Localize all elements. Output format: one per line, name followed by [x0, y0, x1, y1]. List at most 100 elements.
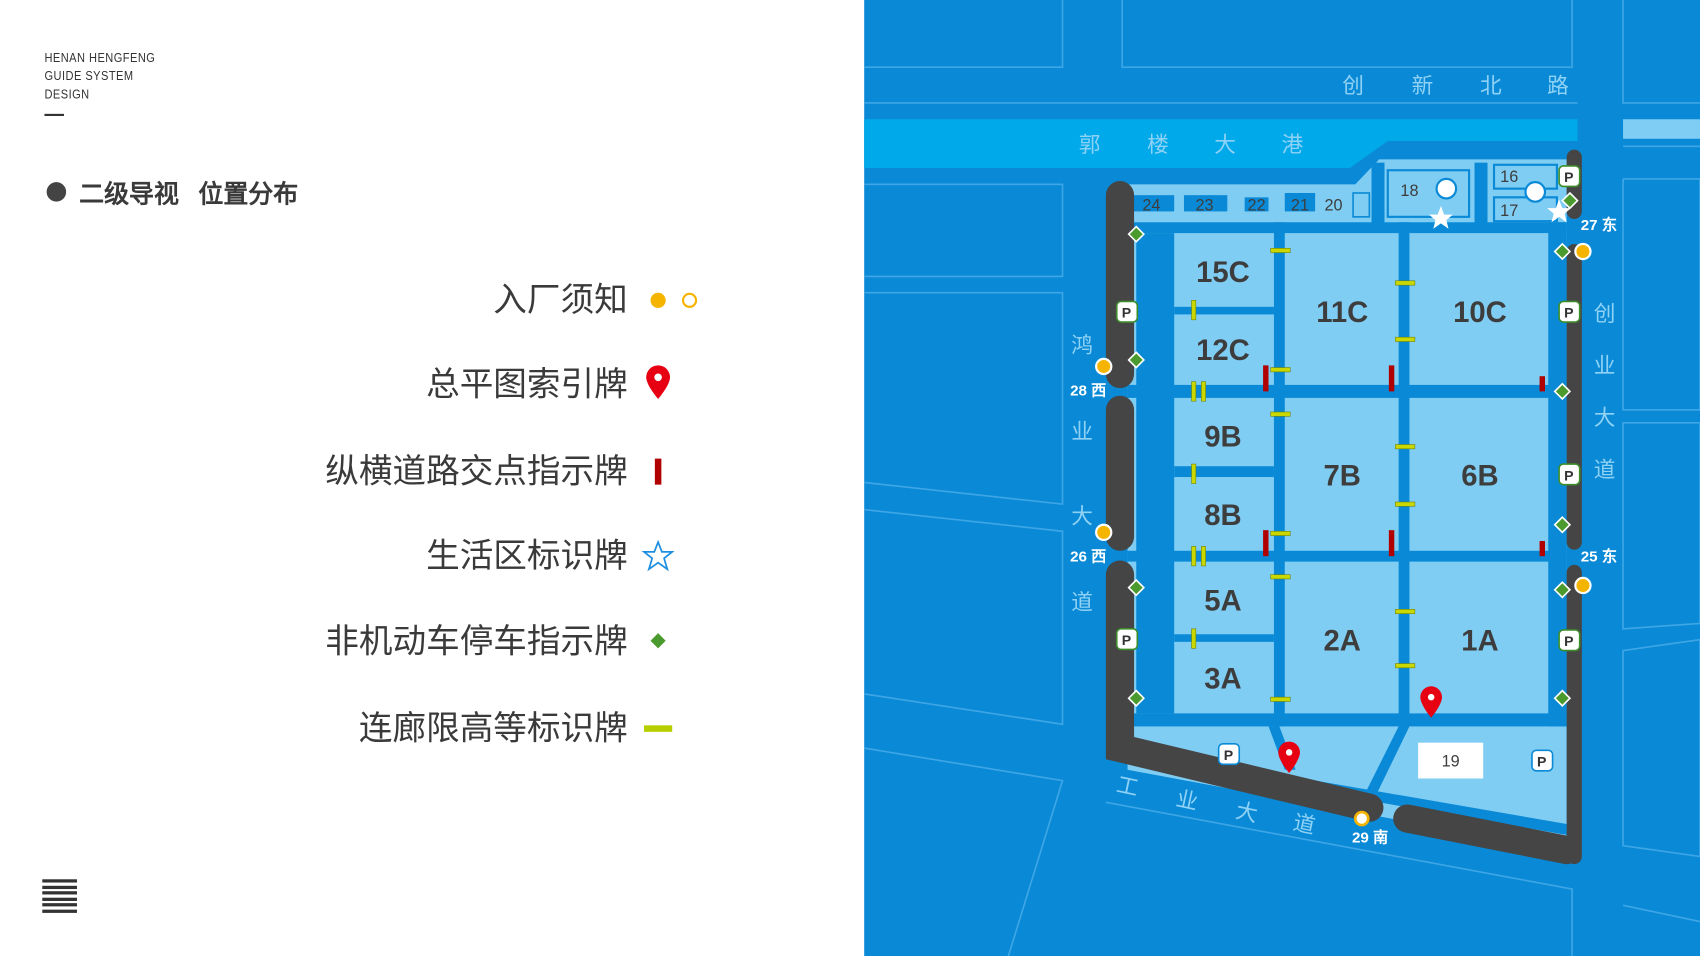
road-label: 北	[1480, 73, 1502, 98]
parking-label: P	[1122, 632, 1131, 648]
legend-label: 纵横道路交点指示牌	[325, 452, 628, 492]
yellow-green-bar-icon	[644, 725, 673, 732]
gate-labels: 27 东 28 西 26 西 25 东 29 南	[1070, 216, 1617, 847]
parking-icon: P	[1558, 629, 1581, 652]
brand-line: GUIDE SYSTEM	[44, 68, 134, 84]
page-title: 二级导视 位置分布	[46, 173, 299, 210]
dormitory-icon	[1524, 181, 1547, 203]
building-labels: 15C 12C 11C 10C 9B 8B 7B 6B 5A 3A 2A 1A	[1196, 257, 1507, 696]
orange-ring-icon	[1353, 810, 1370, 827]
building-label: 7B	[1324, 461, 1361, 493]
parking-icon: P	[1558, 300, 1581, 323]
legend-item: 入厂须知	[493, 279, 627, 322]
road-label: 创	[1594, 301, 1616, 326]
legend-icons	[641, 292, 698, 732]
canal	[864, 119, 1578, 169]
entry-notice-markers	[1095, 242, 1592, 595]
red-bar-icon	[1539, 541, 1545, 557]
legend-label: 入厂须知	[493, 280, 628, 320]
road-label: 大	[1594, 405, 1616, 430]
legend-label: 生活区标识牌	[426, 536, 628, 576]
parking-label: P	[1564, 633, 1573, 649]
parking-icon: P	[1115, 300, 1139, 323]
road-label: 大	[1214, 132, 1236, 157]
green-diamond-icon	[1127, 578, 1145, 597]
gate-label: 28 西	[1070, 383, 1106, 400]
road-label: 大	[1071, 504, 1093, 529]
road-label: 楼	[1147, 132, 1169, 157]
road-label: 业	[1594, 353, 1616, 378]
red-pin-icon	[1278, 741, 1300, 774]
gate-label: 27 东	[1581, 216, 1617, 234]
building-label: 9B	[1204, 422, 1241, 454]
brand-line: HENAN HENGFENG	[44, 49, 156, 66]
parking-label: P	[1537, 754, 1546, 770]
bullet-icon	[46, 182, 67, 202]
parking-label: P	[1224, 747, 1233, 763]
legend-label: 总平图索引牌	[426, 365, 628, 405]
building-label: 5A	[1204, 585, 1241, 617]
star-icon	[1547, 199, 1572, 223]
road-label: 创	[1342, 73, 1364, 98]
brand-text: HENAN HENGFENG GUIDE SYSTEM DESIGN	[44, 49, 155, 104]
building-label: 10C	[1453, 297, 1507, 329]
building-label: 12C	[1196, 335, 1250, 367]
room-label: 18	[1400, 182, 1418, 200]
road-label: 新	[1412, 73, 1434, 98]
parking-label: P	[1564, 169, 1573, 185]
legend-item: 生活区标识牌	[426, 535, 628, 578]
building-label: 8B	[1204, 500, 1241, 532]
red-bar-icon	[654, 458, 662, 485]
title-part: 位置分布	[198, 181, 299, 210]
top-rooms	[1130, 192, 1316, 212]
red-pin-icon	[646, 365, 671, 399]
road-label: 工	[1114, 772, 1140, 801]
parking-icon: P	[1115, 628, 1139, 651]
room-label: 19	[1442, 753, 1460, 771]
parking-label: P	[1122, 305, 1131, 321]
canteen-icon	[1435, 177, 1458, 200]
green-diamond-icon	[650, 633, 666, 649]
building-19	[1418, 742, 1484, 779]
menu-icon	[42, 879, 77, 915]
road-label: 道	[1291, 810, 1317, 839]
gate-label: 29 南	[1352, 828, 1388, 846]
green-diamond-icon	[1553, 689, 1572, 707]
parking-signs: P P P P P P P P	[1115, 165, 1581, 772]
red-bar-icon	[1263, 365, 1269, 392]
canal-east	[1623, 119, 1700, 139]
legend-label: 连廊限高等标识牌	[358, 709, 628, 749]
legend-item: 总平图索引牌	[426, 363, 628, 406]
room-label: 16	[1500, 168, 1518, 186]
road-label: 业	[1071, 419, 1093, 444]
star-outline-icon	[641, 539, 675, 572]
room-label: 20	[1325, 196, 1343, 214]
green-diamond-icon	[1127, 225, 1145, 243]
road-labels: 创 新 北 路 郭 楼 大 港 鸿 业 大 道 创 业 大 道 工 业 大 道	[1071, 73, 1615, 838]
city-blocks	[864, 0, 1700, 956]
green-diamond-icon	[1553, 242, 1572, 261]
green-diamond-icon	[1553, 581, 1572, 599]
pin-hole	[654, 373, 662, 382]
parking-icon: P	[1217, 742, 1241, 766]
orange-ring-icon	[681, 292, 698, 308]
road-label: 港	[1282, 132, 1304, 157]
legend-item: 连廊限高等标识牌	[359, 707, 628, 750]
road-label: 道	[1594, 457, 1616, 482]
room-label: 22	[1248, 196, 1266, 214]
red-pin-icon	[1420, 686, 1442, 718]
divider	[44, 113, 64, 117]
star-icon	[1428, 205, 1453, 229]
building-label: 1A	[1461, 626, 1498, 658]
room-label: 21	[1291, 196, 1309, 214]
building-label: 2A	[1324, 626, 1361, 658]
gate-label: 26 西	[1070, 549, 1106, 566]
parking-label: P	[1564, 305, 1573, 321]
living-area-signs	[1428, 199, 1572, 229]
gate-label: 25 东	[1581, 548, 1617, 566]
orange-dot-icon	[1095, 357, 1113, 376]
legend-label: 非机动车停车指示牌	[325, 622, 628, 662]
road-label: 大	[1234, 798, 1260, 827]
index-pins	[1278, 686, 1442, 774]
road-label: 业	[1174, 786, 1200, 815]
